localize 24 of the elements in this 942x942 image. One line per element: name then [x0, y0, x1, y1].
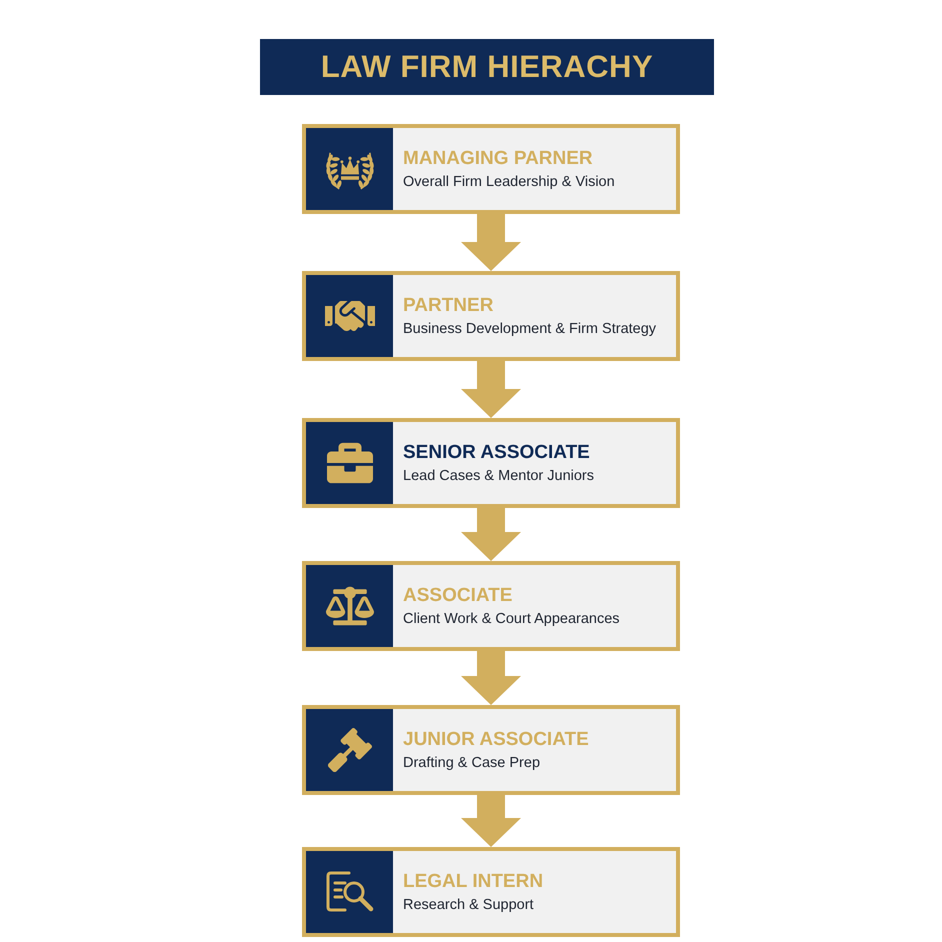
- title-heading: LAW FIRM HIERACHY: [260, 39, 714, 95]
- rank-title: LEGAL INTERN: [403, 871, 544, 893]
- rank-card: [302, 418, 680, 508]
- down-arrow: [461, 214, 521, 271]
- down-arrow: [461, 508, 521, 561]
- rank-description: Client Work & Court Appearances: [403, 611, 620, 627]
- rank-title: SENIOR ASSOCIATE: [403, 442, 590, 464]
- rank-title: PARTNER: [403, 295, 494, 317]
- rank-card: [302, 271, 680, 361]
- rank-description: Lead Cases & Mentor Juniors: [403, 468, 594, 484]
- rank-description: Research & Support: [403, 897, 534, 913]
- rank-description: Overall Firm Leadership & Vision: [403, 174, 615, 190]
- down-arrow: [461, 361, 521, 418]
- rank-description: Business Development & Firm Strategy: [403, 321, 656, 337]
- down-arrow: [461, 795, 521, 847]
- rank-description: Drafting & Case Prep: [403, 755, 540, 771]
- rank-card: [302, 561, 680, 651]
- rank-title: ASSOCIATE: [403, 585, 512, 607]
- rank-card: [302, 705, 680, 795]
- rank-card: [302, 847, 680, 937]
- down-arrow: [461, 651, 521, 705]
- rank-title: MANAGING PARNER: [403, 148, 593, 170]
- rank-card: [302, 124, 680, 214]
- rank-title: JUNIOR ASSOCIATE: [403, 729, 589, 751]
